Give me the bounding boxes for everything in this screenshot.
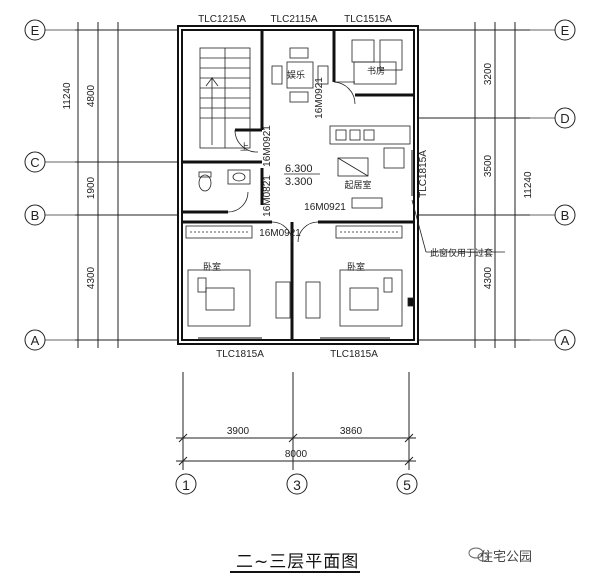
axis-leaders <box>45 29 555 341</box>
axis-label-right-a: A <box>561 333 570 348</box>
dim-right-upper: 3200 <box>483 62 494 85</box>
door-swings <box>227 81 356 243</box>
left-axis-bubbles: E C B A <box>24 19 46 351</box>
counter <box>329 125 411 169</box>
window-label-side: TLC1815A <box>418 150 429 198</box>
level-upper: 6.300 <box>285 163 313 175</box>
axis-label-left-e: E <box>31 23 40 38</box>
room-label-bedroom-1: 卧室 <box>203 261 221 273</box>
watermark-text: 住宅公园 <box>480 550 533 565</box>
room-label-study: 书房 <box>367 65 385 77</box>
sofa <box>337 157 383 209</box>
window-label-bottom-2: TLC1815A <box>330 349 378 360</box>
axis-label-right-b: B <box>561 208 570 223</box>
dim-bottom-left: 3900 <box>227 426 250 437</box>
dim-left-upper: 4800 <box>86 84 97 107</box>
door-label-1: 16M0921 <box>314 77 325 119</box>
door-label-5: 16M0821 <box>262 175 273 217</box>
dim-left-lower: 4300 <box>86 266 97 289</box>
door-label-2: 16M0921 <box>262 125 273 167</box>
axis-label-right-e: E <box>561 23 570 38</box>
wechat-icon <box>468 547 489 562</box>
stairs-up-label: 上 <box>240 142 249 153</box>
axis-label-bottom-3: 3 <box>293 477 301 493</box>
bottom-dimension-frame <box>176 372 416 470</box>
axis-label-bottom-1: 1 <box>182 477 190 493</box>
wardrobes <box>185 225 403 239</box>
axis-label-left-b: B <box>31 208 40 223</box>
dim-left-total: 11240 <box>62 82 73 110</box>
mahjong-table <box>271 47 329 103</box>
dim-right-lower: 4300 <box>483 266 494 289</box>
window-label-bottom-1: TLC1815A <box>216 349 264 360</box>
door-label-3: 16M0921 <box>304 202 346 213</box>
axis-label-left-c: C <box>30 155 39 170</box>
bottom-axis-bubbles: 1 3 5 <box>175 473 418 495</box>
staircase <box>199 47 251 149</box>
left-dimension-frame <box>75 22 180 348</box>
bathroom-fixtures <box>198 169 251 192</box>
window-note: 此窗仅用于过套 <box>430 247 493 259</box>
right-dimension-frame <box>418 22 530 348</box>
interior-walls <box>182 30 414 340</box>
drawing-title: 二~三层平面图 <box>236 552 360 572</box>
note-leader <box>407 199 505 307</box>
axis-label-right-d: D <box>560 111 569 126</box>
title-underline <box>230 571 360 573</box>
exterior-walls <box>177 25 419 345</box>
dim-bottom-right: 3860 <box>340 426 363 437</box>
room-label-living: 起居室 <box>344 179 371 191</box>
room-label-entertainment: 娱乐 <box>287 69 305 81</box>
dim-bottom-total: 8000 <box>285 449 308 460</box>
level-lower: 3.300 <box>285 176 313 188</box>
axis-label-bottom-5: 5 <box>403 477 411 493</box>
right-axis-bubbles: E D B A <box>554 19 576 351</box>
axis-label-left-a: A <box>31 333 40 348</box>
window-label-top-3: TLC1515A <box>344 14 392 25</box>
room-label-bedroom-2: 卧室 <box>347 261 365 273</box>
dim-right-middle: 3500 <box>483 154 494 177</box>
top-windows <box>198 25 419 345</box>
door-label-4: 16M0921 <box>259 228 301 239</box>
dim-left-middle: 1900 <box>86 176 97 199</box>
beds <box>187 269 403 327</box>
window-label-top-1: TLC1215A <box>198 14 246 25</box>
dim-right-total: 11240 <box>523 171 534 199</box>
window-label-top-2: TLC2115A <box>270 14 317 25</box>
study-desk <box>351 39 403 85</box>
